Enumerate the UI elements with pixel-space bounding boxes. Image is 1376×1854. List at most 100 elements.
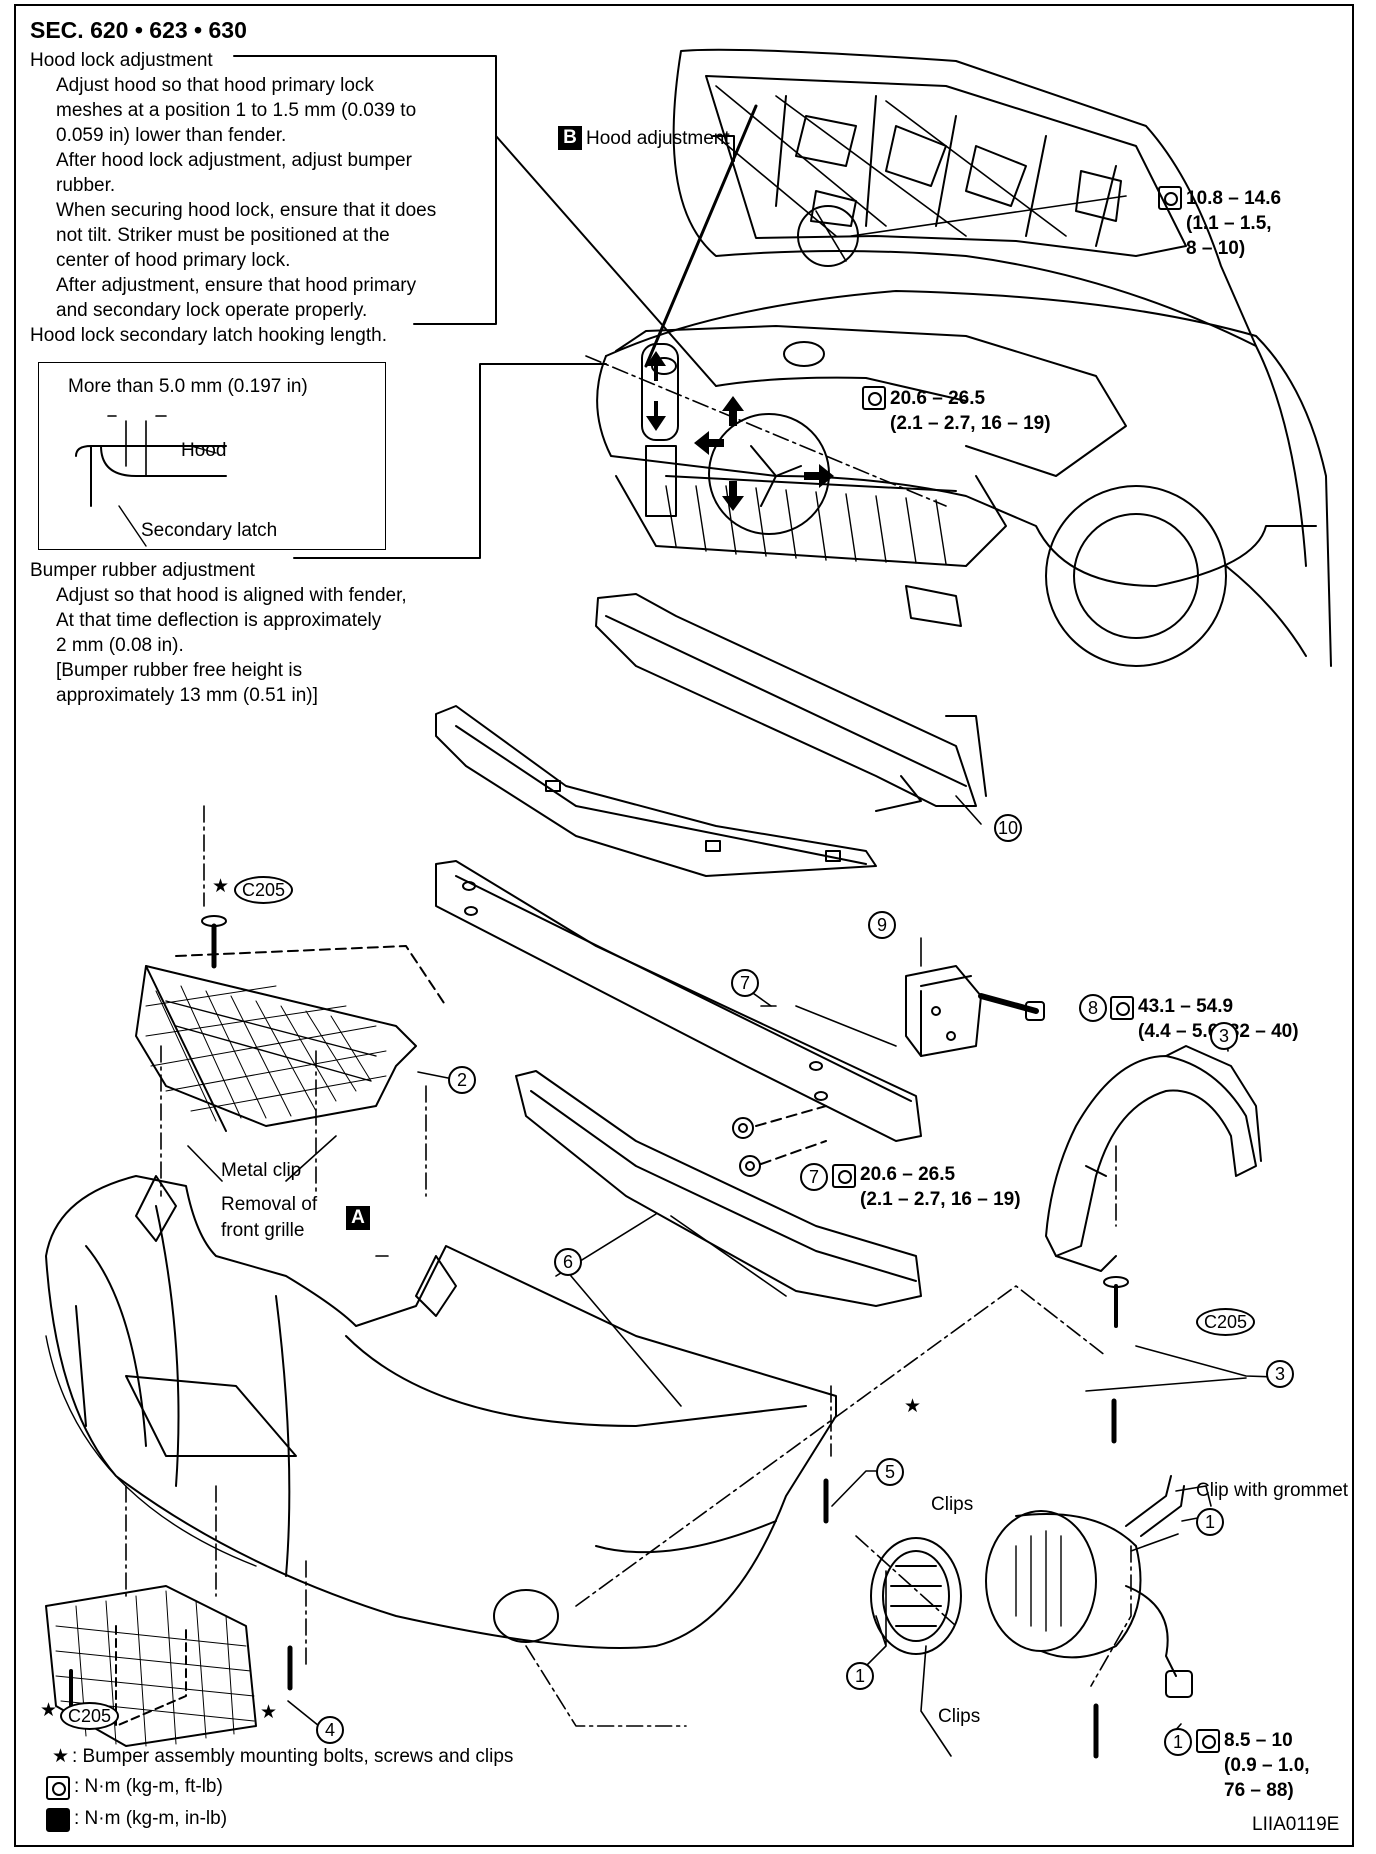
torque-hinge-1: 10.8 – 14.6 [1186,188,1282,209]
bumper-rubber-line: [Bumper rubber free height is [56,660,303,681]
callout-4: 4 [316,1716,344,1744]
metal-clip-label: Metal clip [221,1160,302,1181]
clip-code-lower: C205 [60,1702,120,1730]
assembly-lines [125,355,1132,1727]
car-body-drawing [596,290,1332,667]
hood-lock-leader [233,55,497,325]
bumper-rubber-block: Bumper rubber adjustment Adjust so that … [30,558,407,708]
star-mark: ★ [40,1700,58,1721]
bumper-rubber-line: At that time deflection is approximately [56,610,382,631]
callout-8: 8 [1079,994,1107,1022]
bumper-reinforcement-drawing [435,860,922,1142]
callout-6: 6 [554,1248,582,1276]
diagram-frame: SEC. 620 • 623 • 630 Hood lock adjustmen… [14,4,1354,1847]
upper-radiator-support-drawing [595,593,987,812]
hood-lock-line: After adjustment, ensure that hood prima… [56,275,417,296]
clips-label-top: Clips [931,1494,974,1515]
removal-grille-line2: front grille [221,1220,305,1241]
torque-nut7-1: 20.6 – 26.5 [860,1164,956,1185]
torque-fog-1: 8.5 – 10 [1224,1730,1293,1751]
hood-lock-line: center of hood primary lock. [56,250,291,271]
front-grille-drawing [135,945,447,1132]
section-number: SEC. 620 • 623 • 630 [30,17,247,43]
energy-absorber-drawing [515,1070,922,1307]
callout-7-nut: 7 [800,1163,828,1191]
callout-3: 3 [1210,1022,1238,1050]
star-mark: ★ [904,1396,922,1417]
fender-protector-drawing [1045,1045,1262,1272]
torque-icon [862,386,886,410]
callout-1-screw: 1 [1164,1728,1192,1756]
hood-lock-line: rubber. [56,175,116,196]
callout-1-lamp: 1 [1196,1508,1224,1536]
hood-lock-line: 0.059 in) lower than fender. [56,125,287,146]
radiator-support-drawing [615,357,1007,627]
hood-lock-support-drawing [435,705,877,877]
latch-dimension: More than 5.0 mm (0.197 in) [68,376,308,397]
torque-lock-1: 20.6 – 26.5 [890,388,986,409]
clip-grommet-label: Clip with grommet [1196,1480,1349,1501]
legend-torque-ft: : N·m (kg-m, ft-lb) [74,1776,223,1797]
latch-detail-box [38,362,386,550]
hood-adjustment-label: Hood adjustment [586,128,730,149]
hood-lock-line: When securing hood lock, ensure that it … [56,200,437,221]
callout-5: 5 [876,1458,904,1486]
torque-in-lb-icon [1196,1729,1220,1753]
clip-code-fender: C205 [1196,1308,1256,1336]
torque-bolt8-1: 43.1 – 54.9 [1138,996,1234,1017]
callout-2: 2 [448,1066,476,1094]
latch-hood-label: Hood [181,440,227,461]
removal-grille-line1: Removal of [221,1194,318,1215]
latch-secondary-label: Secondary latch [141,520,278,541]
hood-adjustment-letter: B [558,126,582,150]
legend-star-text: : Bumper assembly mounting bolts, screws… [72,1746,514,1767]
bumper-rubber-line: approximately 13 mm (0.51 in)] [56,685,318,706]
torque-icon [1110,996,1134,1020]
bumper-rubber-leader [293,363,607,559]
callout-10: 10 [994,814,1022,842]
clip-code-top: C205 [234,876,294,904]
torque-hinge-2: (1.1 – 1.5, [1186,213,1272,234]
bolt-8-drawing [978,993,1039,1014]
hood-lock-line: and secondary lock operate properly. [56,300,368,321]
hood-lock-line: not tilt. Striker must be positioned at … [56,225,390,246]
torque-icon [1158,186,1182,210]
latch-inset-drawing [75,415,227,547]
torque-hinge-3: 8 – 10) [1186,238,1246,259]
callout-leaders [187,795,1279,1757]
nut-drawing [732,1105,827,1177]
hood-drawing [644,48,1257,368]
parts-illustration [45,48,1332,1759]
hood-lock-title: Hood lock adjustment [30,50,213,71]
legend-star: ★ [52,1746,70,1767]
fog-lamp-drawing [870,1475,1193,1759]
torque-ft-lb-icon [46,1776,70,1800]
torque-lock-2: (2.1 – 2.7, 16 – 19) [890,413,1051,434]
secondary-latch-title: Hood lock secondary latch hooking length… [30,325,388,346]
bumper-rubber-line: 2 mm (0.08 in). [56,635,184,656]
torque-fog-2: (0.9 – 1.0, [1224,1755,1310,1776]
figure-id: LIIA0119E [1252,1814,1340,1835]
torque-icon [832,1164,856,1188]
front-grille-letter: A [346,1206,370,1230]
hood-lock-line: meshes at a position 1 to 1.5 mm (0.039 … [56,100,417,121]
callout-7: 7 [731,969,759,997]
torque-in-lb-icon [46,1808,70,1832]
star-mark: ★ [212,876,230,897]
bumper-rubber-title: Bumper rubber adjustment [30,560,255,581]
fasteners-drawing [69,915,1129,1708]
hood-lock-line: Adjust hood so that hood primary lock [56,75,374,96]
bumper-fascia-drawing [45,1175,837,1649]
adjustment-arrows [646,351,834,511]
torque-nut7-2: (2.1 – 2.7, 16 – 19) [860,1189,1021,1210]
star-mark: ★ [260,1702,278,1723]
bumper-bracket-drawing [905,965,982,1057]
callout-1-bezel: 1 [846,1662,874,1690]
hood-lock-line: After hood lock adjustment, adjust bumpe… [56,150,412,171]
callout-9: 9 [868,911,896,939]
clips-label-bottom: Clips [938,1706,981,1727]
torque-fog-3: 76 – 88) [1224,1780,1294,1801]
bumper-rubber-line: Adjust so that hood is aligned with fend… [56,585,407,606]
lower-grille-drawing [45,1585,257,1747]
callout-3-lower: 3 [1266,1360,1294,1388]
